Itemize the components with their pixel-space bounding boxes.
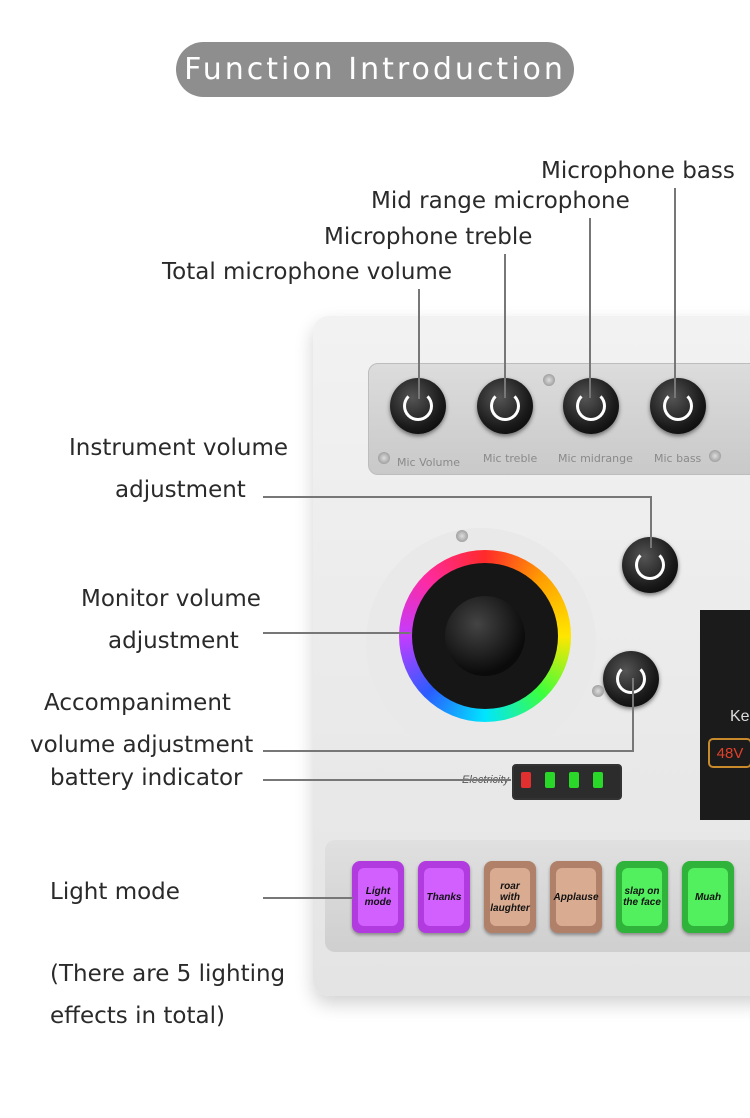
accompaniment-volume-knob[interactable] <box>603 651 659 707</box>
thanks-button[interactable]: Thanks <box>418 861 470 933</box>
screw-icon <box>592 685 604 697</box>
callout-line <box>263 750 633 752</box>
slap-on-the-face-button[interactable]: slap on the face <box>616 861 668 933</box>
callout-line <box>504 254 506 398</box>
battery-cell <box>521 772 531 788</box>
pad-label: Applause <box>554 868 599 926</box>
callout-line <box>263 897 353 899</box>
callout-line <box>418 289 420 399</box>
pad-label: Light mode <box>358 868 398 926</box>
label-instrument-volume: Instrument volume <box>69 435 289 461</box>
label-note-1: (There are 5 lighting <box>50 961 286 987</box>
screw-icon <box>543 374 555 386</box>
label-mid-range: Mid range microphone <box>371 188 630 214</box>
screw-icon <box>456 530 468 542</box>
monitor-volume-knob[interactable] <box>445 596 525 676</box>
callout-line <box>650 496 652 548</box>
screw-icon <box>378 452 390 464</box>
callout-line <box>263 496 651 498</box>
muah-button[interactable]: Muah <box>682 861 734 933</box>
knob-label: Mic treble <box>483 452 538 465</box>
pad-label: Muah <box>688 868 728 926</box>
label-battery-indicator: battery indicator <box>50 765 243 791</box>
screw-icon <box>709 450 721 462</box>
battery-cell <box>545 772 555 788</box>
battery-cell <box>569 772 579 788</box>
knob-label: Mic Volume <box>397 456 461 469</box>
battery-cell <box>593 772 603 788</box>
callout-line <box>263 632 411 634</box>
applause-button[interactable]: Applause <box>550 861 602 933</box>
voltage-badge: 48V <box>708 738 750 768</box>
knob-label: Mic midrange <box>558 452 633 465</box>
callout-line <box>632 678 634 752</box>
label-instrument-adjustment: adjustment <box>115 477 246 503</box>
label-mic-bass: Microphone bass <box>541 158 735 184</box>
callout-line <box>263 779 511 781</box>
pad-label: slap on the face <box>622 868 662 926</box>
label-monitor-adjustment: adjustment <box>108 628 239 654</box>
light-mode-button[interactable]: Light mode <box>352 861 404 933</box>
label-light-mode: Light mode <box>50 879 180 905</box>
effects-panel <box>700 610 750 820</box>
label-total-mic-volume: Total microphone volume <box>162 259 452 285</box>
pad-label: Thanks <box>424 868 464 926</box>
callout-line <box>674 188 676 398</box>
mic-bass-knob[interactable] <box>650 378 706 434</box>
pad-label: roar with laughter <box>490 868 530 926</box>
ke-text: Ke <box>730 708 750 725</box>
roar-with-laughter-button[interactable]: roar with laughter <box>484 861 536 933</box>
label-accompaniment: Accompaniment <box>44 690 231 716</box>
label-monitor-volume: Monitor volume <box>81 586 261 612</box>
label-note-2: effects in total) <box>50 1003 225 1029</box>
knob-label: Mic bass <box>654 452 702 465</box>
label-mic-treble: Microphone treble <box>324 224 533 250</box>
callout-line <box>589 218 591 398</box>
mic-midrange-knob[interactable] <box>563 378 619 434</box>
label-accompaniment-volume: volume adjustment <box>30 732 254 758</box>
page-title: Function Introduction <box>176 42 574 97</box>
